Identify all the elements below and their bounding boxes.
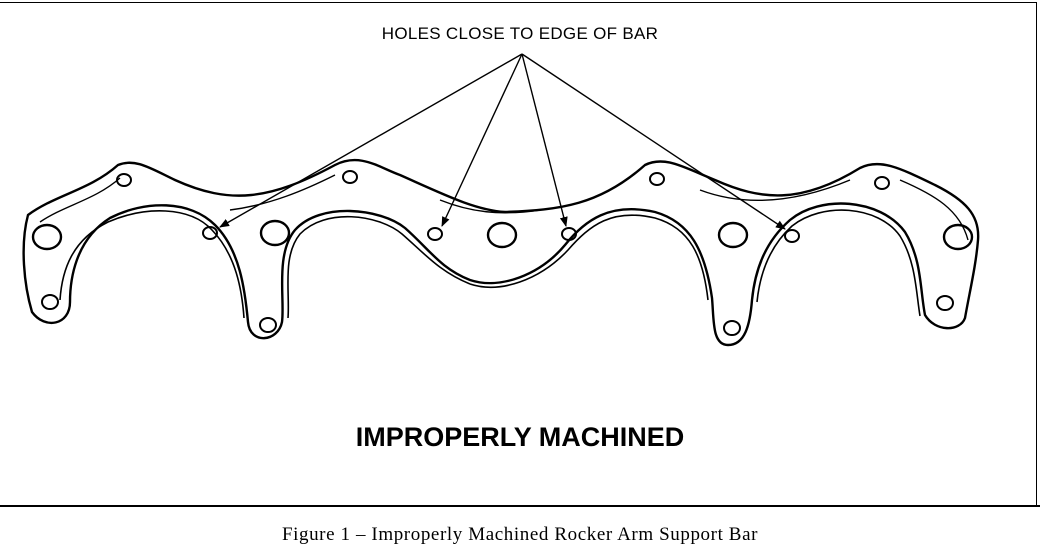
foot-hole-4: [936, 295, 954, 311]
leader-line-1: [219, 53, 523, 228]
bar-inner-ridge-left: [59, 210, 245, 319]
callout-label: HOLES CLOSE TO EDGE OF BAR: [381, 24, 659, 43]
large-holes: [31, 219, 974, 251]
foot-hole-2: [259, 317, 277, 333]
bar-top-ridge: [39, 174, 969, 241]
bar-inner-ridge-center-left: [287, 215, 471, 319]
small-hole-top-4: [874, 176, 890, 190]
large-hole-2: [259, 219, 291, 247]
foot-hole-1: [41, 294, 59, 310]
small-hole-top-2: [342, 170, 358, 184]
leader-line-4: [521, 53, 786, 230]
large-hole-4: [717, 221, 749, 249]
edge-hole-2: [427, 227, 443, 241]
large-hole-5: [942, 223, 974, 251]
right-border: [1036, 2, 1037, 506]
leader-line-2: [441, 53, 523, 227]
bar-inner-ridge-right: [756, 209, 921, 317]
leader-line-3: [521, 53, 568, 227]
top-border: [0, 2, 1036, 3]
large-hole-1: [31, 223, 63, 251]
leader-lines: [219, 53, 786, 230]
bar-inner-ridge-center-right: [469, 214, 709, 301]
edge-hole-4: [784, 229, 800, 243]
bottom-divider: [0, 505, 1040, 507]
large-hole-3: [486, 221, 518, 249]
figure-caption: Figure 1 – Improperly Machined Rocker Ar…: [281, 524, 759, 545]
small-hole-top-1: [116, 173, 132, 187]
diagram-title: IMPROPERLY MACHINED: [355, 422, 685, 452]
edge-hole-3: [561, 227, 577, 241]
foot-hole-3: [723, 320, 741, 336]
small-holes: [41, 170, 954, 336]
edge-hole-1: [202, 226, 218, 240]
small-hole-top-3: [649, 172, 665, 186]
bar-outline: [22, 159, 980, 347]
